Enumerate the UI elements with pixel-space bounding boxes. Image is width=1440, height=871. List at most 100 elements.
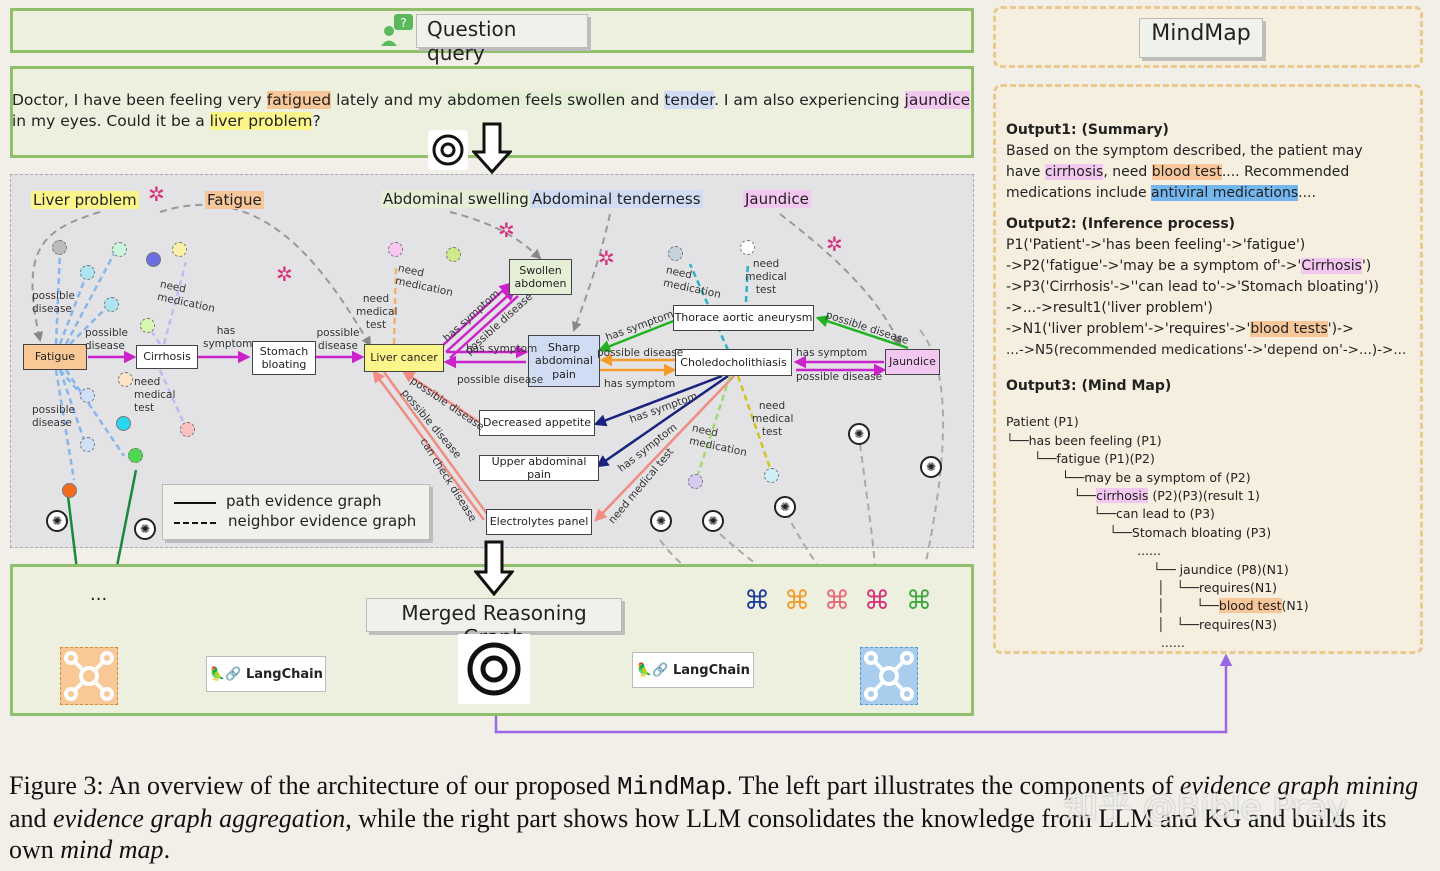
network-icon: ✲ — [148, 182, 165, 206]
chatgpt-icon: ✺ — [650, 510, 672, 532]
output1-line: Based on the symptom described, the pati… — [1006, 143, 1363, 159]
query-highlight: liver problem — [209, 112, 313, 130]
kg-icon: ⌘ — [824, 586, 850, 616]
mindmap-tree: Patient (P1)└──has been feeling (P1) └──… — [1006, 414, 1309, 651]
neighbor-node — [172, 242, 187, 257]
edge-label: possible disease — [32, 404, 75, 429]
neighbor-node — [104, 297, 119, 312]
langchain-logo-left: 🦜🔗 LangChain — [206, 656, 326, 692]
neighbor-node — [116, 416, 131, 431]
chatgpt-icon: ✺ — [134, 518, 156, 540]
neighbor-graph-icon — [860, 647, 918, 705]
edge-label: need medical test — [752, 400, 794, 438]
legend-dashed-line — [174, 522, 216, 524]
neighbor-node — [446, 247, 461, 262]
output2-line: ->P3('Cirrhosis'->''can lead to'->'Stoma… — [1006, 279, 1379, 295]
node-sharp-abdominal-pain: Sharp abdominal pain — [528, 335, 600, 387]
watermark: 知乎 @Bible Pray — [1064, 788, 1348, 828]
query-segment: Doctor, I have been feeling very — [12, 91, 267, 109]
output2-line: ->N1('liver problem'->'requires'->'blood… — [1006, 321, 1354, 337]
neighbor-node — [388, 242, 403, 257]
edge-label: possible disease — [597, 347, 684, 359]
svg-text:?: ? — [400, 16, 406, 30]
output2-line: ...->N5(recommended medications'->'depen… — [1006, 342, 1407, 358]
node-thoracic-aortic-aneurysm: Thorace aortic aneurysm — [673, 305, 814, 331]
edge-label: need medical test — [356, 293, 398, 331]
neighbor-node — [62, 483, 77, 498]
edge-label: possible disease — [32, 290, 75, 315]
chatgpt-icon: ✺ — [848, 423, 870, 445]
query-highlight: abdomen feels swollen — [447, 91, 626, 109]
node-swollen-abdomen: Swollen abdomen — [509, 259, 572, 295]
neighbor-node — [52, 240, 67, 255]
entity-liver-problem: Liver problem — [31, 191, 139, 209]
kg-icon: ⌘ — [906, 586, 932, 616]
down-arrow-icon — [470, 122, 514, 175]
entity-fatigue: Fatigue — [205, 191, 264, 209]
network-icon: ✲ — [276, 262, 293, 286]
network-icon: ✲ — [498, 218, 515, 242]
neighbor-node — [740, 240, 755, 255]
query-segment: and — [625, 91, 665, 109]
edge-label: has symptom — [466, 343, 538, 355]
legend-neighbor-label: neighbor evidence graph — [228, 512, 417, 530]
chatgpt-large-icon — [458, 634, 530, 704]
neighbor-node — [764, 468, 779, 483]
entity-jaundice: Jaundice — [743, 190, 811, 208]
langchain-logo-right: 🦜🔗 LangChain — [632, 652, 754, 688]
chatgpt-icon: ✺ — [920, 456, 942, 478]
output1-line: have cirrhosis, need blood test.... Reco… — [1006, 164, 1350, 180]
node-upper-abdominal-pain: Upper abdominal pain — [479, 455, 599, 481]
legend-solid-line — [174, 502, 216, 504]
query-highlight: fatigued — [266, 91, 332, 109]
neighbor-node — [140, 318, 155, 333]
neighbor-node — [112, 242, 127, 257]
figure-caption: Figure 3: An overview of the architectur… — [9, 771, 1419, 864]
legend — [162, 484, 430, 540]
neighbor-node — [180, 422, 195, 437]
output2-heading: Output2: (Inference process) — [1006, 216, 1236, 232]
query-highlight: jaundice — [904, 91, 971, 109]
question-query-text: Doctor, I have been feeling very fatigue… — [12, 90, 972, 132]
neighbor-node — [688, 474, 703, 489]
down-arrow-icon — [472, 540, 516, 597]
kg-icon: ⌘ — [864, 586, 890, 616]
kg-icon: ⌘ — [744, 586, 770, 616]
node-choledocholithiasis: Choledocholithiasis — [675, 349, 792, 376]
query-segment: in my eyes. Could it be a — [12, 112, 210, 130]
node-fatigue: Fatigue — [23, 344, 87, 370]
kg-icon: ⌘ — [784, 586, 810, 616]
path-graph-icon — [60, 647, 118, 705]
question-query-title: Question query — [416, 14, 588, 65]
output2-line: ->...->result1('liver problem') — [1006, 300, 1213, 316]
network-icon: ✲ — [598, 246, 615, 270]
legend-path-label: path evidence graph — [226, 492, 382, 510]
merged-graph-title: Merged Reasoning Graph — [366, 598, 622, 649]
node-decreased-appetite: Decreased appetite — [479, 410, 595, 436]
output1-line: medications include antiviral medication… — [1006, 185, 1316, 201]
neighbor-node — [80, 388, 95, 403]
chatgpt-icon: ✺ — [774, 496, 796, 518]
edge-label: need medical test — [745, 258, 787, 296]
edge-label: possible disease — [796, 371, 883, 383]
edge-label: possible disease — [85, 327, 128, 352]
query-segment: lately and my — [331, 91, 448, 109]
edge-label: possible disease — [316, 327, 360, 352]
ellipsis: ... — [90, 584, 108, 605]
output2-line: ->P2('fatigue'->'may be a symptom of'->'… — [1006, 258, 1372, 274]
edge-label: has symptom — [604, 378, 676, 390]
neighbor-node — [146, 252, 161, 267]
chatgpt-icon — [428, 130, 468, 170]
mindmap-title: MindMap — [1139, 18, 1263, 58]
node-liver-cancer: Liver cancer — [364, 344, 444, 372]
entity-abdominal-swelling: Abdominal swelling — [381, 190, 531, 208]
query-highlight: tender — [664, 91, 715, 109]
chatgpt-icon: ✺ — [702, 510, 724, 532]
node-stomach-bloating: Stomach bloating — [252, 341, 316, 375]
node-jaundice: Jaundice — [885, 349, 940, 375]
neighbor-node — [668, 246, 683, 261]
edge-label: need medical test — [134, 376, 176, 414]
query-segment: . I am also experiencing — [714, 91, 905, 109]
edge-label: has symptom — [203, 325, 253, 350]
neighbor-node — [80, 437, 95, 452]
